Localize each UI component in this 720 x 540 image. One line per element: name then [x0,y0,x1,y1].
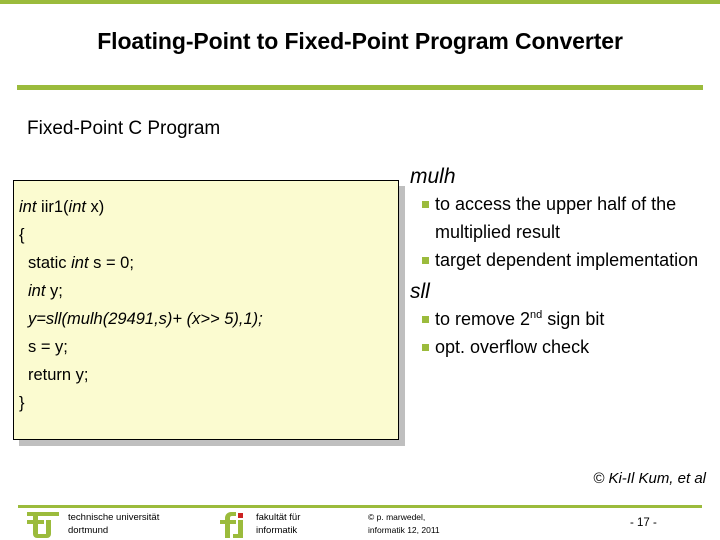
top-accent-rule [0,0,720,4]
code-token: s = y; [28,338,68,356]
bullet-square-icon [422,257,429,264]
code-listing: int iir1(int x){static int s = 0;int y;y… [19,193,394,417]
code-token: y; [45,282,63,300]
code-token: return y; [28,366,89,384]
explanation-column: mulh to access the upper half of the mult… [410,163,710,361]
code-line: } [19,389,394,417]
fi-line-2: informatik [256,525,298,536]
bullet-item: to remove 2nd sign bit [410,305,710,333]
bullet-item: target dependent implementation [410,246,710,274]
bullet-label: to remove 2nd sign bit [435,309,605,329]
code-token: } [19,394,25,412]
fi-line-1: fakultät für [256,512,301,523]
code-token: int [68,198,86,216]
code-token: s = 0; [88,254,134,272]
code-token: x) [85,198,105,216]
copyright-line-1: © p. marwedel, [368,512,426,522]
page-title: Floating-Point to Fixed-Point Program Co… [97,28,623,54]
code-line: int iir1(int x) [19,193,394,221]
ordinal-suffix: nd [530,309,543,321]
bullet-item: to access the upper half of the multipli… [410,190,710,246]
attribution-credit: © Ki-Il Kum, et al [593,470,706,487]
code-token: int [71,254,89,272]
bullet-label: opt. overflow check [435,337,590,357]
tu-line-1: technische universität [68,512,160,523]
fakultaet-informatik-logo-icon [219,512,249,538]
code-line: return y; [19,361,394,389]
code-token: y=sll(mulh(29491,s)+ (x>> 5),1); [28,310,263,328]
code-token: iir1( [36,198,69,216]
title-divider-rule [17,85,703,90]
tu-line-2: dortmund [68,525,109,536]
code-line: s = y; [19,333,394,361]
copyright-line-2: informatik 12, 2011 [368,525,440,535]
page-number: - 17 - [630,517,657,529]
code-line: { [19,221,394,249]
keyword-heading-mulh: mulh [410,165,456,188]
code-token: int [28,282,46,300]
tu-dortmund-logo-icon [27,512,63,538]
footer-divider-rule [18,505,702,508]
tu-dortmund-wordmark: technische universität dortmund [68,511,159,537]
bullet-item: opt. overflow check [410,333,710,361]
code-line: y=sll(mulh(29491,s)+ (x>> 5),1); [19,305,394,333]
code-line: static int s = 0; [19,249,394,277]
bullet-list-mulh: to access the upper half of the multipli… [410,190,710,274]
bullet-list-sll: to remove 2nd sign bit opt. overflow chec… [410,305,710,361]
bullet-square-icon [422,344,429,351]
bullet-square-icon [422,201,429,208]
section-heading: Fixed-Point C Program [27,118,221,139]
code-line: int y; [19,277,394,305]
fakultaet-informatik-wordmark: fakultät für informatik [256,511,300,537]
code-token: static [28,254,72,272]
slide-footer: technische universität dortmund fakultät… [0,508,720,540]
code-box: int iir1(int x){static int s = 0;int y;y… [13,180,399,440]
bullet-label: to access the upper half of the multipli… [435,194,677,242]
keyword-heading-sll: sll [410,280,430,303]
copyright-notice: © p. marwedel, informatik 12, 2011 [368,511,440,537]
code-token: { [19,226,25,244]
bullet-label: target dependent implementation [435,250,699,270]
bullet-square-icon [422,316,429,323]
code-token: int [19,198,37,216]
